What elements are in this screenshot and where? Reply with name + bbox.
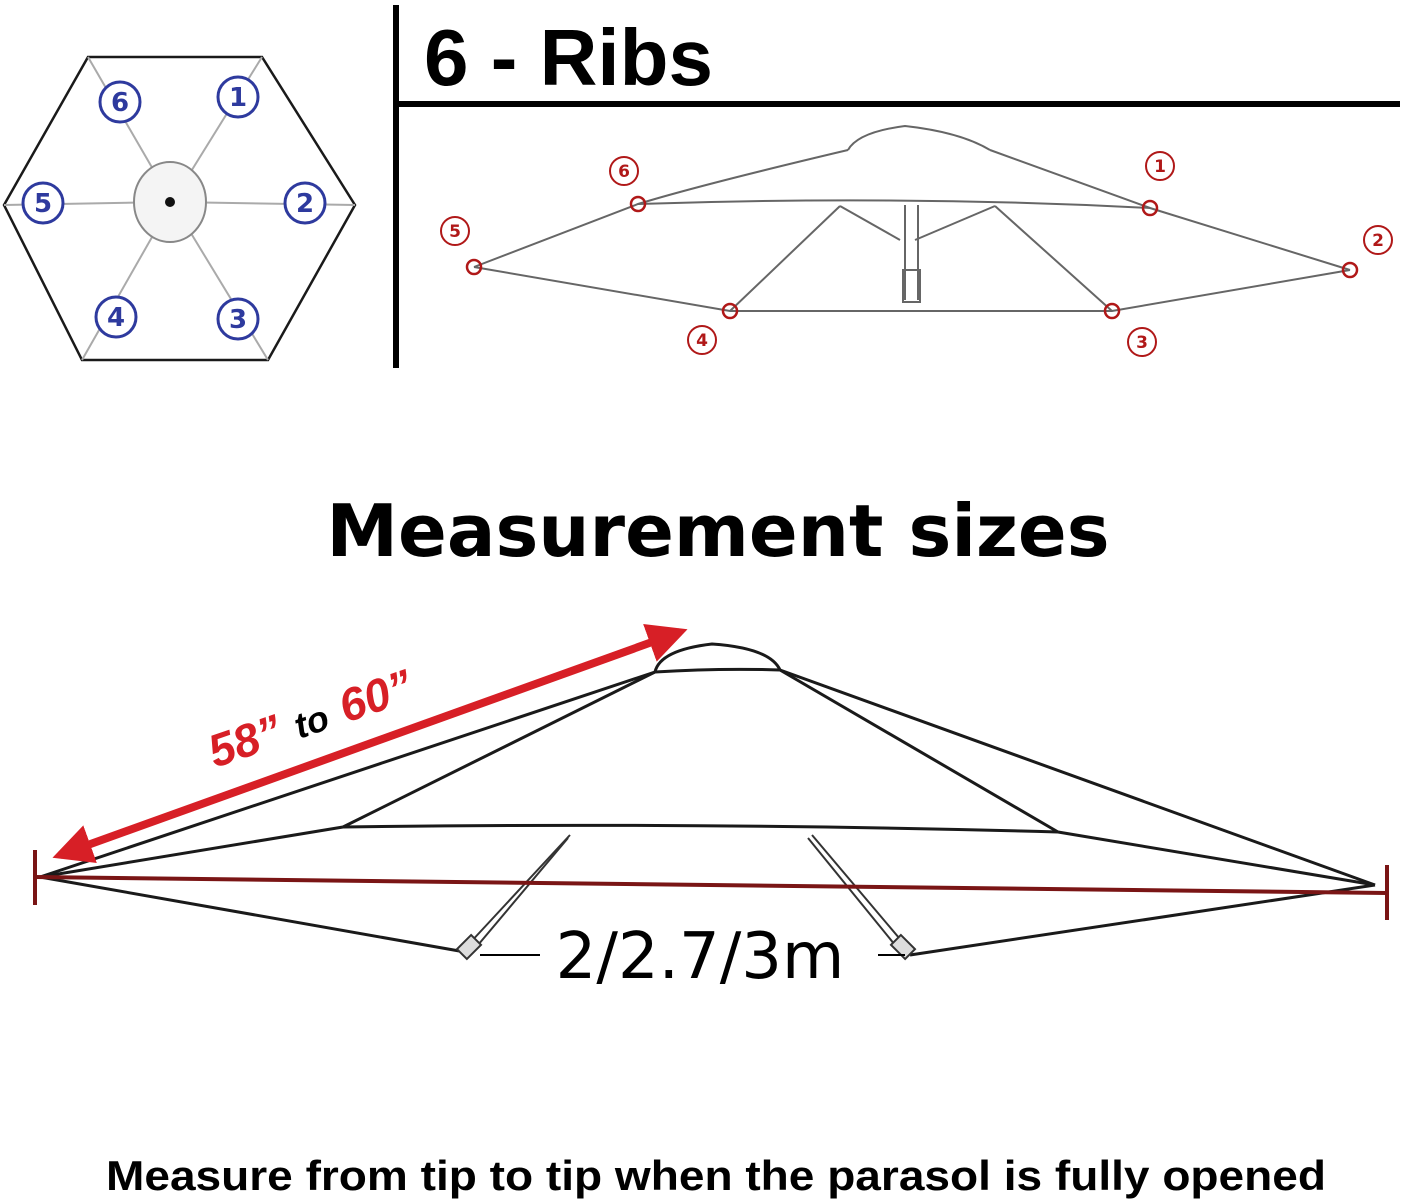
top-rib-marker-5: 5 xyxy=(21,181,65,225)
side-rib-marker-2: 2 xyxy=(1363,225,1393,255)
top-view-hexagon xyxy=(2,55,357,362)
side-rib-marker-6: 6 xyxy=(609,156,639,186)
top-rib-label-3: 3 xyxy=(229,305,247,335)
side-view-labels: 1 2 3 4 5 6 xyxy=(440,151,1393,357)
side-rib-label-6: 6 xyxy=(618,162,630,182)
top-rib-label-2: 2 xyxy=(296,189,314,219)
diameter-label: 2/2.7/3m xyxy=(556,920,845,994)
side-rib-label-2: 2 xyxy=(1372,231,1384,251)
ribs-title: 6 - Ribs xyxy=(424,13,713,102)
top-rib-label-5: 5 xyxy=(34,189,52,219)
top-rib-label-4: 4 xyxy=(107,303,125,333)
rib-length-label: 58” to 60” xyxy=(201,659,419,777)
top-rib-marker-2: 2 xyxy=(283,181,327,225)
top-rib-marker-3: 3 xyxy=(216,297,260,341)
side-view-umbrella xyxy=(473,124,1351,312)
side-rib-marker-3: 3 xyxy=(1127,327,1157,357)
rib-length-arrow xyxy=(52,624,688,863)
side-rib-label-3: 3 xyxy=(1136,333,1148,353)
top-rib-marker-6: 6 xyxy=(98,80,142,124)
side-rib-label-1: 1 xyxy=(1154,157,1166,177)
rib-length-dimension: 58” to 60” xyxy=(52,624,688,863)
measurement-umbrella xyxy=(39,642,1376,957)
diameter-dimension: 2/2.7/3m xyxy=(33,850,1389,994)
top-rib-label-6: 6 xyxy=(111,88,129,118)
side-rib-label-5: 5 xyxy=(449,222,461,242)
side-rib-marker-1: 1 xyxy=(1145,151,1175,181)
footer-note: Measure from tip to tip when the parasol… xyxy=(106,1152,1326,1199)
top-rib-label-1: 1 xyxy=(229,83,247,113)
side-view-tip-markers xyxy=(465,195,1359,320)
measurement-title: Measurement sizes xyxy=(326,489,1109,573)
side-rib-marker-5: 5 xyxy=(440,216,470,246)
top-view-labels: 1 2 3 4 5 6 xyxy=(21,75,327,341)
side-rib-marker-4: 4 xyxy=(687,325,717,355)
top-rib-marker-4: 4 xyxy=(94,295,138,339)
top-rib-marker-1: 1 xyxy=(216,75,260,119)
side-rib-label-4: 4 xyxy=(696,331,708,351)
